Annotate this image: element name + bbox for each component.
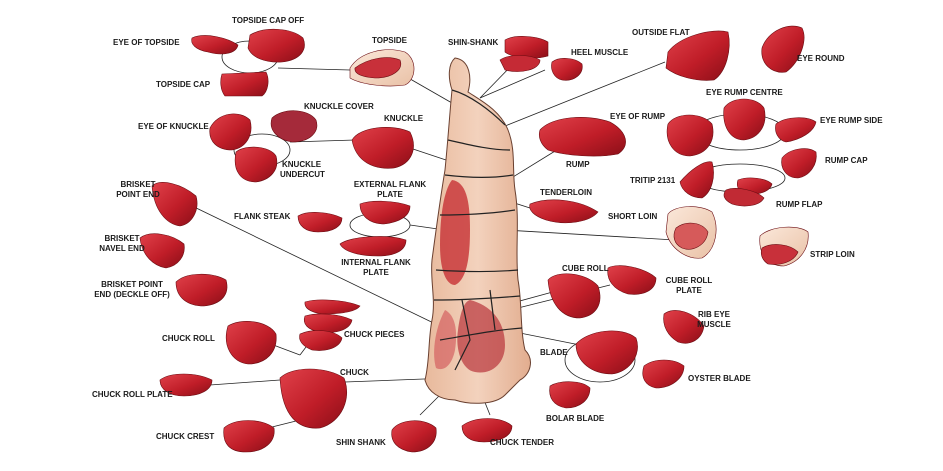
label-eye-rump-centre: EYE RUMP CENTRE	[706, 88, 783, 97]
carcass	[424, 57, 531, 404]
label-eye-round: EYE ROUND	[797, 54, 845, 63]
label-knuckle-undercut-1: KNUCKLE	[282, 160, 322, 169]
label-bolar-blade: BOLAR BLADE	[546, 414, 605, 423]
shin-shank-top-cut	[504, 36, 549, 59]
label-cube-roll: CUBE ROLL	[562, 264, 609, 273]
eye-of-topside-cut	[191, 35, 239, 55]
chuck-crest-cut	[223, 420, 275, 453]
label-chuck-tender: CHUCK TENDER	[490, 438, 554, 447]
knuckle-cover-cut	[270, 110, 318, 143]
label-blade: BLADE	[540, 348, 568, 357]
label-flank-steak: FLANK STEAK	[234, 212, 291, 221]
cube-roll-cut	[547, 273, 601, 319]
label-chuck-roll: CHUCK ROLL	[162, 334, 215, 343]
label-short-loin: SHORT LOIN	[608, 212, 658, 221]
tenderloin-cut	[529, 199, 599, 224]
label-tenderloin: TENDERLOIN	[540, 188, 592, 197]
eye-of-rump-cut	[666, 114, 714, 157]
label-cube-roll-plate-1: CUBE ROLL	[665, 276, 713, 285]
brisket-deckle-off-cut	[175, 273, 228, 307]
label-oyster-blade: OYSTER BLADE	[688, 374, 751, 383]
eye-rump-centre-cut	[723, 98, 766, 141]
label-knuckle-cover: KNUCKLE COVER	[304, 102, 374, 111]
brisket-navel-end-cut	[139, 233, 185, 269]
tritip-cut	[679, 161, 714, 199]
chuck-roll-cut	[226, 321, 277, 365]
label-brisket-navel-end-1: BRISKET	[104, 234, 140, 243]
label-internal-flank-2: PLATE	[363, 268, 389, 277]
label-tritip: TRITIP 2131	[630, 176, 676, 185]
label-rib-eye-1: RIB EYE	[697, 310, 730, 319]
chuck-cut	[279, 368, 348, 429]
label-brisket-point-end-1: BRISKET	[120, 180, 156, 189]
label-external-flank-1: EXTERNAL FLANK	[353, 180, 427, 189]
label-chuck-roll-plate: CHUCK ROLL PLATE	[92, 390, 173, 399]
oyster-blade-cut	[642, 359, 685, 389]
chuck-roll-plate-cut	[159, 373, 213, 397]
external-flank-cut	[359, 200, 411, 225]
label-topside-cap: TOPSIDE CAP	[156, 80, 211, 89]
label-knuckle-undercut-2: UNDERCUT	[280, 170, 325, 179]
label-chuck-pieces: CHUCK PIECES	[344, 330, 405, 339]
rib-eye-muscle-cut	[663, 310, 705, 344]
label-brisket-deckle-1: BRISKET POINT	[101, 280, 163, 289]
topside-cap-off-cut	[247, 29, 305, 63]
label-shin-shank-top: SHIN-SHANK	[448, 38, 499, 47]
label-eye-of-topside: EYE OF TOPSIDE	[113, 38, 180, 47]
label-outside-flat: OUTSIDE FLAT	[632, 28, 690, 37]
label-cube-roll-plate-2: PLATE	[676, 286, 702, 295]
label-topside: TOPSIDE	[372, 36, 407, 45]
chuck-pieces-cut-2	[303, 313, 353, 333]
internal-flank-cut	[339, 236, 407, 257]
label-brisket-navel-end-2: NAVEL END	[99, 244, 145, 253]
label-rump-cap: RUMP CAP	[825, 156, 868, 165]
cube-roll-plate-cut	[607, 265, 657, 295]
shin-shank-cut	[391, 420, 437, 453]
eye-round-cut	[761, 25, 805, 73]
bolar-blade-cut	[549, 381, 591, 409]
meat-cuts	[139, 25, 817, 453]
eye-of-knuckle-cut	[209, 113, 252, 151]
chuck-pieces-cut-1	[304, 299, 361, 315]
label-topside-cap-off: TOPSIDE CAP OFF	[232, 16, 305, 25]
knuckle-undercut-cut	[234, 146, 278, 183]
rump-cut	[538, 117, 626, 157]
label-chuck: CHUCK	[340, 368, 369, 377]
flank-steak-cut	[297, 212, 343, 233]
brisket-point-end-cut	[151, 182, 198, 227]
chuck-tender-cut	[461, 418, 513, 443]
label-strip-loin: STRIP LOIN	[810, 250, 855, 259]
label-rib-eye-2: MUSCLE	[697, 320, 731, 329]
label-chuck-crest: CHUCK CREST	[156, 432, 215, 441]
chuck-pieces-cut-3	[299, 330, 343, 351]
label-external-flank-2: PLATE	[377, 190, 403, 199]
label-eye-of-knuckle: EYE OF KNUCKLE	[138, 122, 209, 131]
knuckle-cut	[351, 127, 414, 169]
eye-rump-side-cut	[775, 117, 817, 143]
blade-cut	[575, 330, 638, 375]
outside-flat-cut	[665, 30, 730, 81]
label-internal-flank-1: INTERNAL FLANK	[341, 258, 411, 267]
label-brisket-deckle-2: END (DECKLE OFF)	[94, 290, 170, 299]
label-brisket-point-end-2: POINT END	[116, 190, 160, 199]
label-knuckle: KNUCKLE	[384, 114, 424, 123]
label-eye-rump-side: EYE RUMP SIDE	[820, 116, 883, 125]
rump-cap-cut	[781, 148, 817, 179]
topside-cap-cut	[220, 71, 269, 97]
heel-muscle-cut	[551, 58, 583, 81]
label-shin-shank: SHIN SHANK	[336, 438, 386, 447]
label-eye-of-rump: EYE OF RUMP	[610, 112, 666, 121]
label-rump-flap: RUMP FLAP	[776, 200, 823, 209]
label-rump: RUMP	[566, 160, 590, 169]
label-heel-muscle: HEEL MUSCLE	[571, 48, 629, 57]
